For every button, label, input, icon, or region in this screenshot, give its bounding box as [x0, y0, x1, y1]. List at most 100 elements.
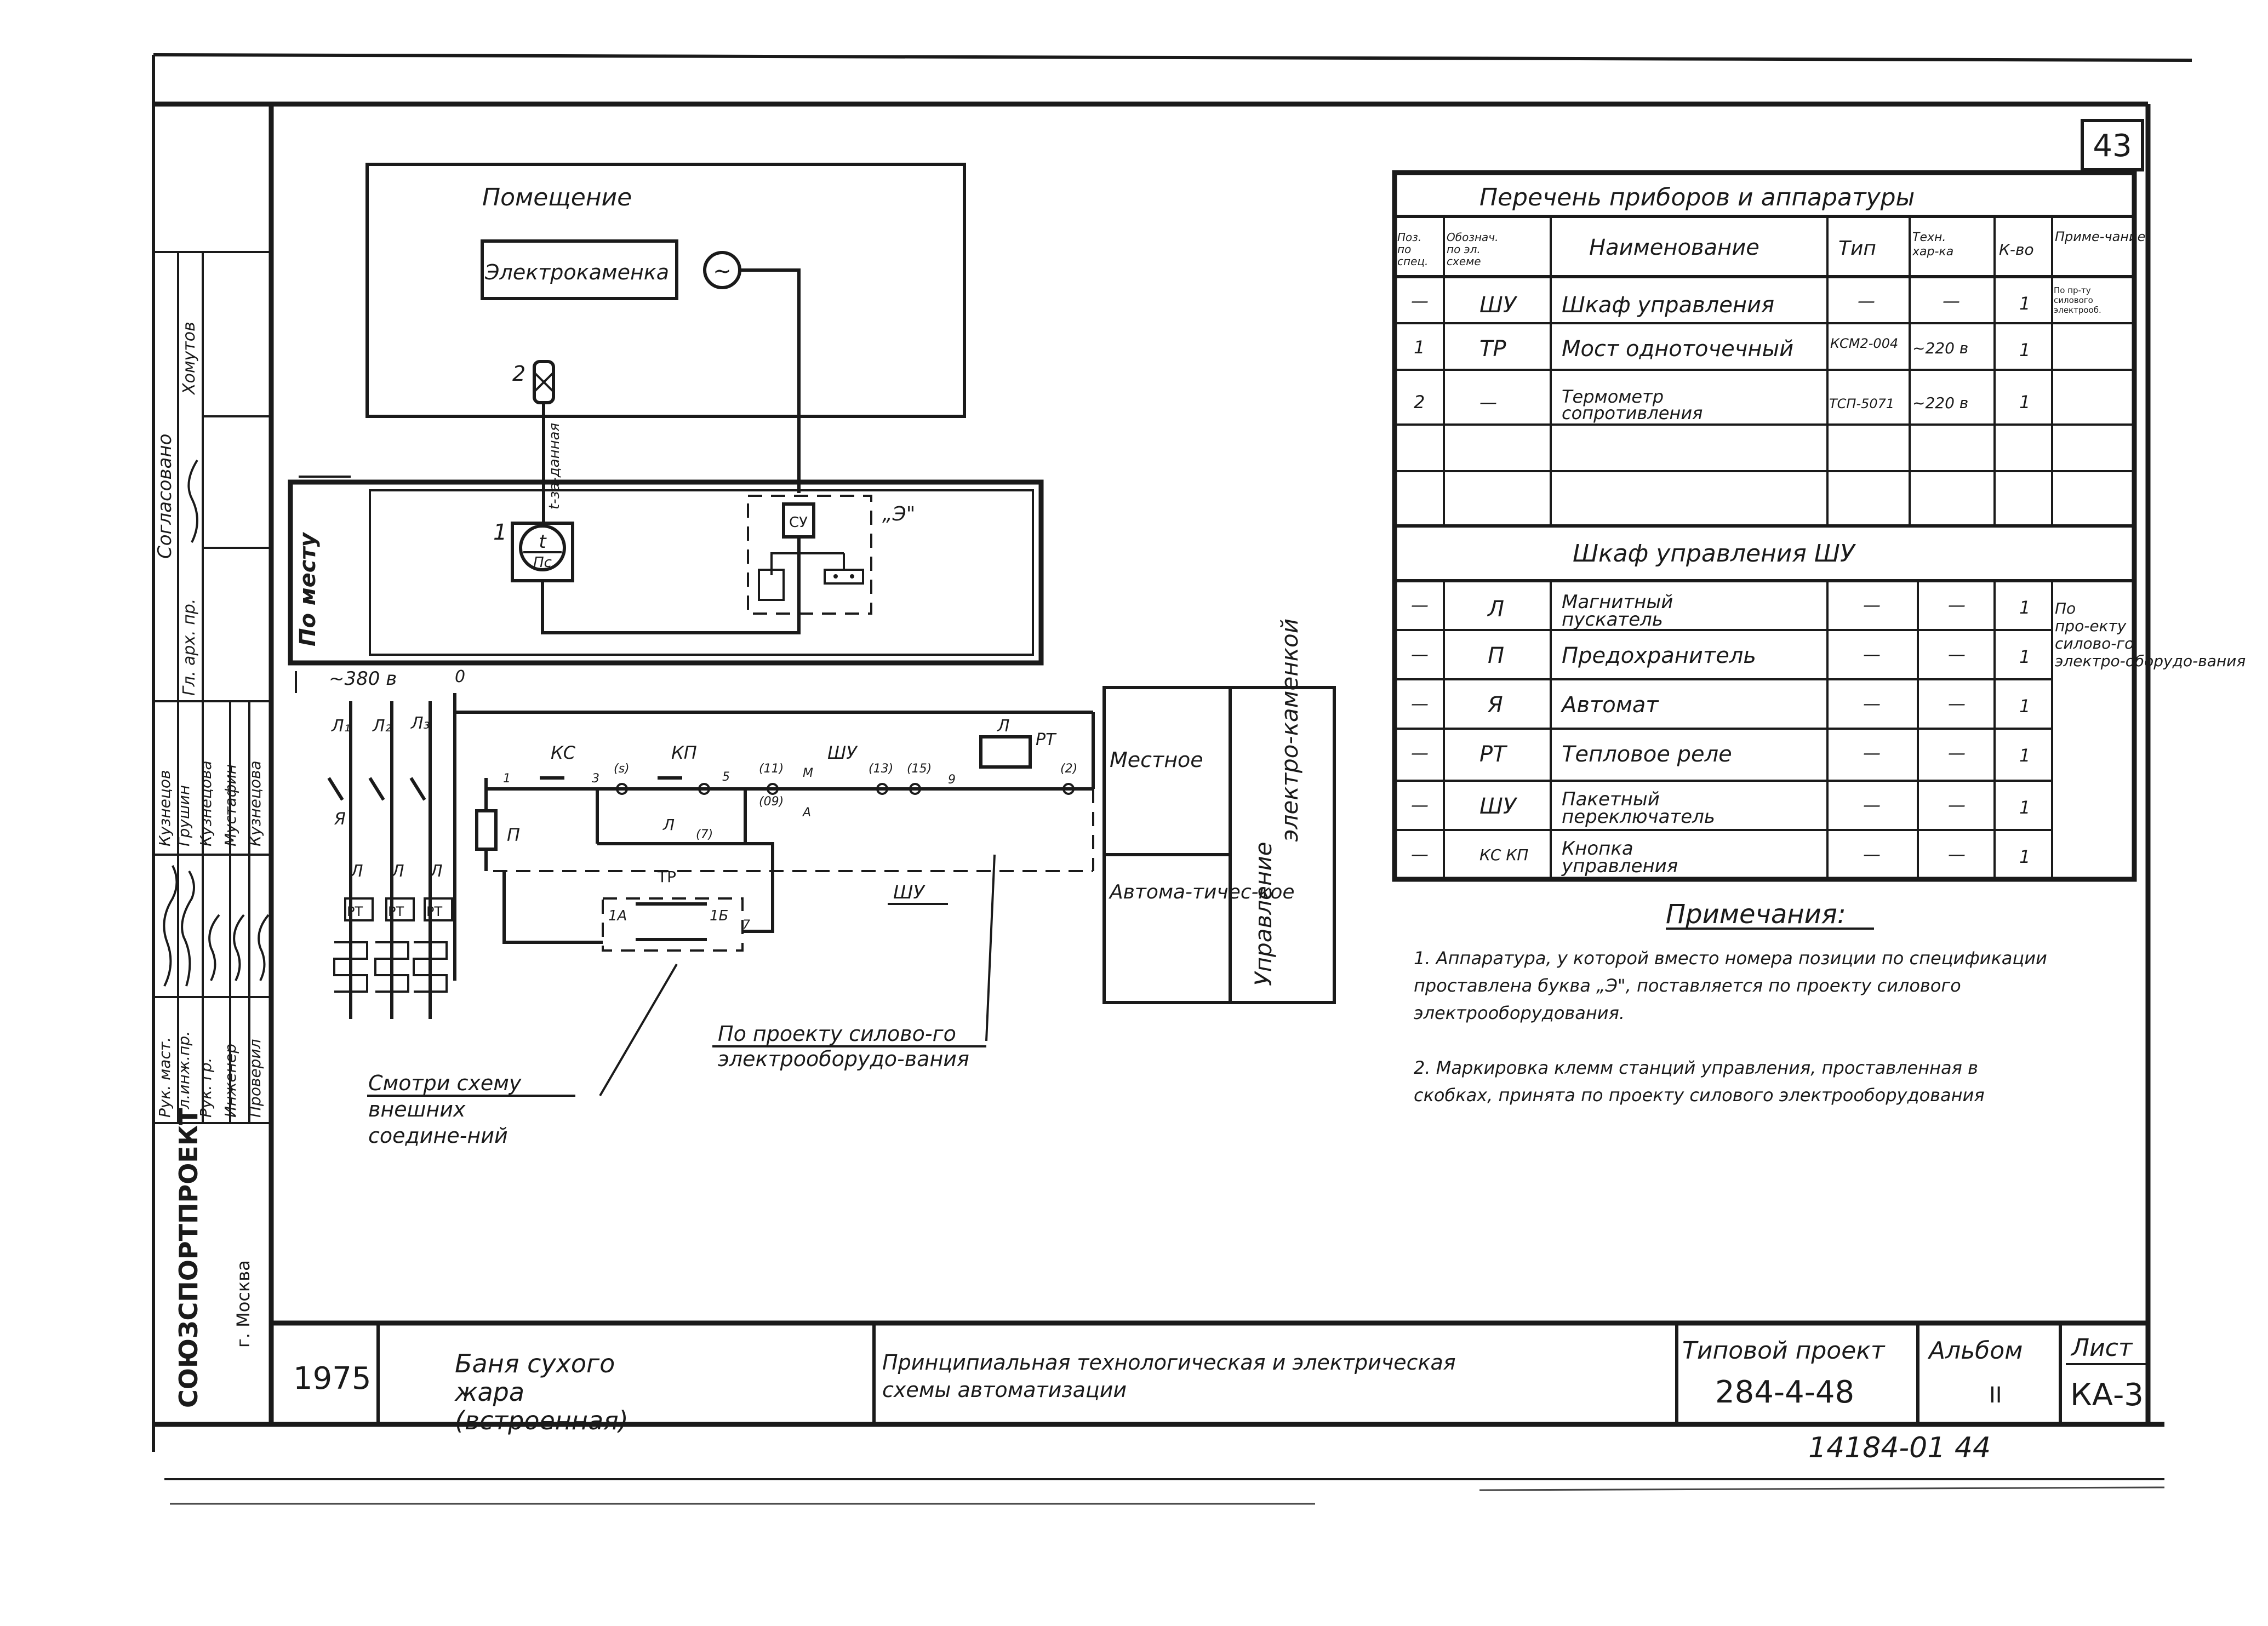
s-r3-name: Автомат [1560, 692, 1659, 718]
agreed-label: Согласовано [154, 434, 176, 559]
num-13: (13) [869, 762, 893, 776]
s-r2-qty: 1 [2019, 646, 2030, 667]
s-r5-desig: ШУ [1479, 794, 1518, 819]
s-r5-char: — [1948, 794, 1966, 815]
num-11: (11) [759, 762, 784, 776]
name-3: Кузнецова [197, 760, 215, 846]
r2-qty: 1 [2019, 340, 2030, 360]
power-circuit: ~380 в 0 Л₁ Л₂ Л₃ Я Л Л Л РТ РТ РТ П [327, 667, 520, 1019]
a-label: А [802, 806, 811, 820]
local-label: По месту [295, 531, 321, 646]
notes-title: Примечания: [1666, 899, 1846, 930]
su-label: СУ [789, 514, 808, 531]
control-label: Управлениеэлектро-каменкой [1250, 619, 1303, 986]
s-r4-qty: 1 [2019, 745, 2030, 766]
s-r1-desig: Л [1487, 597, 1504, 622]
m-label: М [803, 766, 813, 780]
num-09: (09) [759, 795, 784, 809]
th-name: Наименование [1589, 235, 1759, 260]
e-label: „Э" [882, 503, 915, 525]
l-label-2: Л [391, 862, 404, 881]
local-mode-label: Местное [1110, 748, 1203, 772]
s-r5-type: — [1863, 794, 1881, 815]
role-4: Инженер [221, 1044, 239, 1118]
fuse-label: П [507, 825, 520, 845]
num-2: (2) [1060, 762, 1077, 776]
s-r4-desig: РТ [1479, 742, 1508, 767]
r1-desig: ШУ [1479, 293, 1518, 318]
r1-type: — [1858, 290, 1875, 311]
s-r2-type: — [1863, 644, 1881, 665]
rt-label-1: РТ [347, 904, 363, 919]
s-r4-char: — [1948, 742, 1966, 763]
notes-block: Примечания: 1. Аппаратура, у которой вме… [1414, 899, 2047, 1106]
tr-terminal-1a: 1А [608, 908, 627, 924]
s-r4-name: Тепловое реле [1562, 742, 1732, 767]
th-type: Тип [1838, 237, 1876, 260]
s-r5-pos: — [1411, 794, 1429, 815]
r3-type: ТСП-5071 [1829, 396, 1894, 411]
city-name: г. Москва [233, 1260, 254, 1348]
s-r3-pos: — [1411, 693, 1429, 714]
s-r3-desig: Я [1487, 692, 1503, 718]
sensor-number: 2 [512, 362, 525, 386]
th-note: Приме-чание [2055, 229, 2145, 244]
album-number: II [1989, 1383, 2002, 1408]
agreed-role-2: Хомутов [180, 322, 199, 396]
num-15: (15) [907, 762, 932, 776]
name-2: Грушин [175, 785, 193, 846]
name-1: Кузнецов [156, 770, 174, 846]
s-r3-qty: 1 [2019, 696, 2030, 717]
r1-qty: 1 [2019, 293, 2030, 314]
left-stamp-block: Согласовано Гл. арх. пр. Хомутов Рук. ма… [153, 251, 271, 1408]
s-r6-qty: 1 [2019, 846, 2030, 867]
sheet-code: КА-3 [2070, 1377, 2144, 1413]
dev1-number: 1 [493, 520, 507, 545]
s-r2-name: Предохранитель [1562, 643, 1756, 668]
heater-label: Электрокаменка [484, 260, 669, 284]
s-r3-type: — [1863, 693, 1881, 714]
num-s: (s) [614, 762, 630, 776]
r1-char: — [1943, 290, 1960, 311]
r2-type: КСМ2-004 [1830, 336, 1898, 351]
note-2: 2. Маркировка клемм станций управления, … [1414, 1057, 1985, 1106]
s-r6-desig: КС КП [1479, 846, 1528, 864]
l-label-3: Л [430, 862, 443, 881]
num-5: 5 [722, 770, 730, 784]
section-title: Шкаф управления ШУ [1573, 540, 1856, 568]
phase-label-2: Л₂ [372, 717, 392, 736]
org-name: СОЮЗСПОРТПРОЕКТ [174, 1108, 203, 1408]
r1-pos: — [1411, 290, 1429, 311]
dev1-t: t [539, 531, 547, 553]
num-7: 7 [742, 918, 750, 932]
r3-desig: — [1479, 392, 1497, 413]
r3-pos: 2 [1414, 392, 1425, 413]
ks-label: КС [551, 742, 576, 763]
voltage-label: ~380 в [329, 668, 397, 690]
s-r5-qty: 1 [2019, 797, 2030, 818]
control-circuit: КС КП ШУ 1 3 (s) 5 (11) (09) М А (13) (1… [455, 711, 1095, 952]
rt-label-3: РТ [426, 904, 442, 919]
th-char: Техн.хар-ка [1912, 231, 1953, 259]
sheet-number: 43 [2093, 128, 2132, 164]
s-r4-type: — [1863, 742, 1881, 763]
th-qty: К-во [1999, 241, 2034, 259]
r1-name: Шкаф управления [1562, 293, 1774, 318]
r2-desig: ТР [1479, 336, 1506, 362]
r3-char: ~220 в [1912, 394, 1968, 412]
num-1: 1 [503, 772, 511, 786]
s-r2-pos: — [1411, 644, 1429, 665]
s-r2-desig: П [1488, 643, 1504, 668]
dev1-sub: Пс [533, 554, 552, 571]
room-label: Помещение [482, 184, 632, 211]
sheet-frame [152, 53, 2192, 1480]
s-r6-pos: — [1411, 844, 1429, 864]
rt-label-2: РТ [388, 904, 404, 919]
